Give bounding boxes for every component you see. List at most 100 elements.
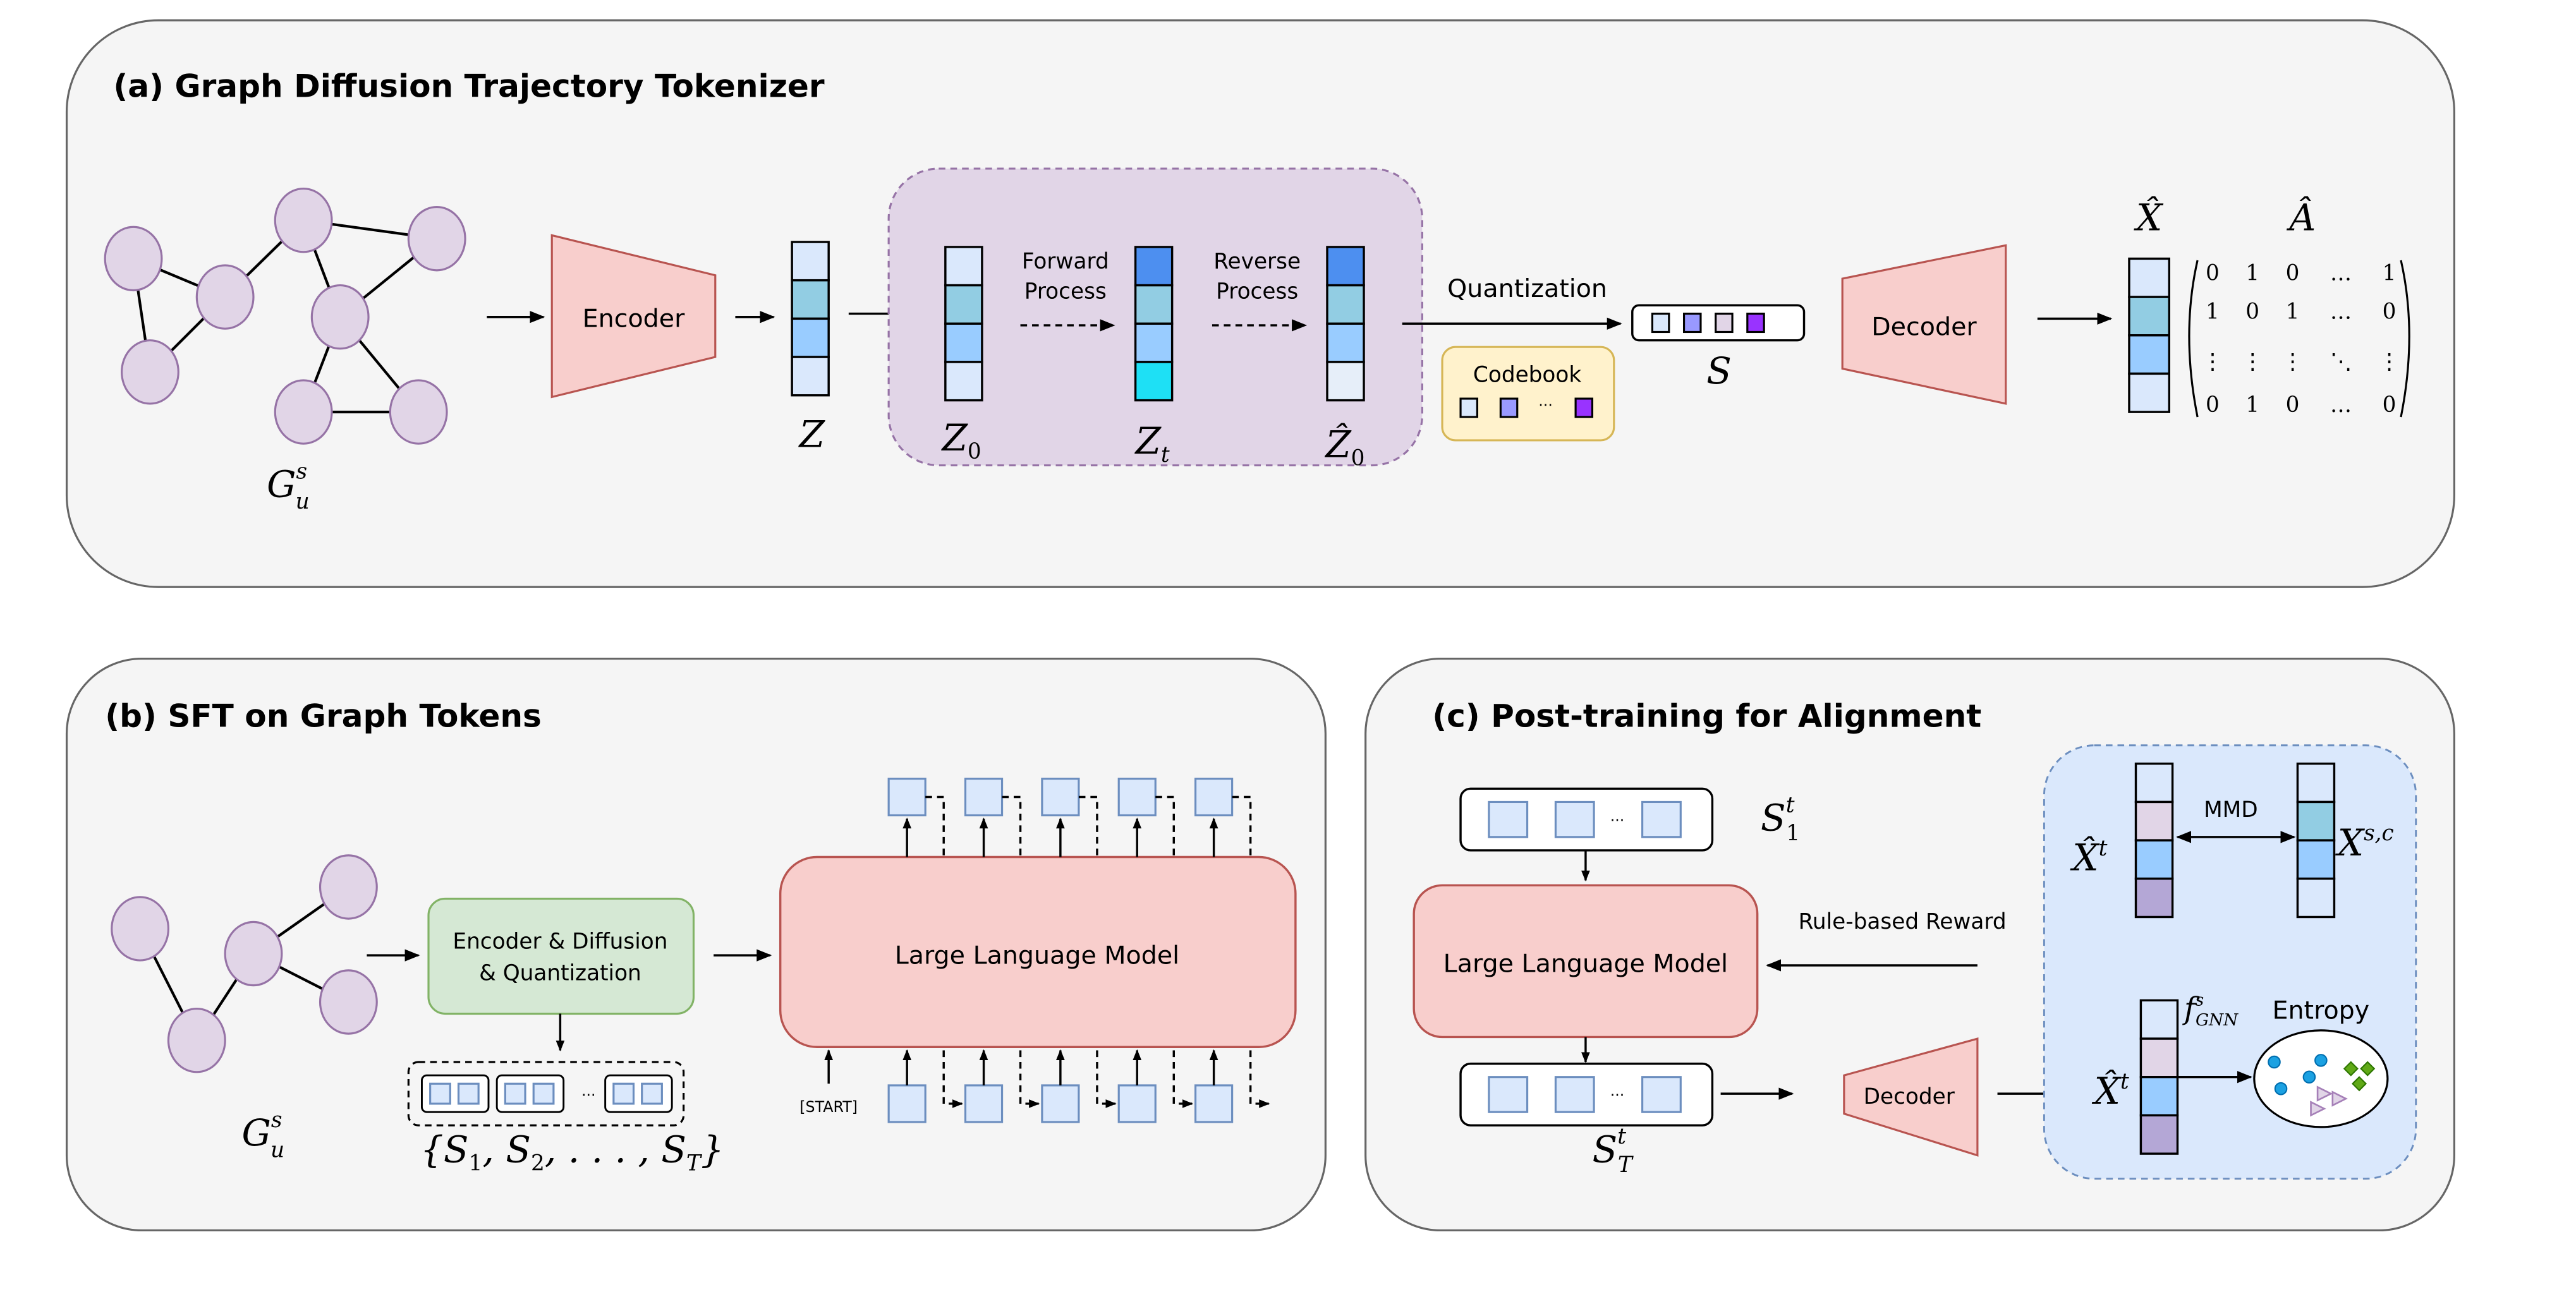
vector-cell	[944, 361, 983, 402]
vector-cell	[1134, 284, 1174, 325]
s-label: S	[1706, 349, 1732, 392]
vector-cell	[791, 317, 830, 358]
token	[457, 1082, 480, 1105]
xsc-vector	[2296, 763, 2336, 919]
mmd-label: MMD	[2204, 797, 2258, 823]
matrix-entry: …	[2330, 299, 2352, 324]
vector-cell	[1134, 361, 1174, 402]
input-token	[1041, 1084, 1080, 1123]
matrix-entry: …	[2330, 392, 2352, 418]
matrix-entry: 0	[2206, 392, 2220, 418]
token	[1554, 1076, 1595, 1113]
feedback-dashed-line	[1155, 795, 1175, 857]
vector-cell	[2139, 1076, 2179, 1117]
vector-cell	[2134, 763, 2174, 804]
vector-cell	[1326, 322, 1365, 363]
token	[504, 1082, 526, 1105]
xhat-t-vector-top	[2134, 763, 2174, 919]
feedback-dashed-line	[1249, 1050, 1270, 1108]
matrix-entry: 1	[2383, 261, 2397, 286]
graph-node	[319, 969, 378, 1035]
entropy-label: Entropy	[2272, 996, 2369, 1025]
start-token-label: [START]	[799, 1098, 858, 1116]
token-sequence-groups	[421, 1074, 673, 1113]
vector-cell	[1134, 246, 1174, 287]
latent-vector-zhat0	[1326, 246, 1365, 402]
vector-cell	[2128, 334, 2170, 375]
matrix-entry: 0	[2286, 261, 2300, 286]
reverse-process-label-1: Reverse	[1213, 249, 1301, 274]
xhat-t-vector-bottom	[2139, 999, 2179, 1155]
feedback-dashed-line	[1096, 1050, 1117, 1108]
st-ellipsis: ···	[1610, 1087, 1625, 1104]
graph-node	[389, 379, 448, 445]
matrix-entry: ⋱	[2330, 349, 2352, 375]
token	[641, 1082, 663, 1105]
panel-a: (a) Graph Diffusion Trajectory Tokenizer…	[65, 19, 2455, 588]
input-token	[1117, 1084, 1157, 1123]
matrix-entry: 0	[2383, 392, 2397, 418]
edq-label-2: & Quantization	[479, 961, 641, 986]
graph-node	[310, 284, 370, 350]
vector-cell	[2134, 839, 2174, 880]
cluster-point-triangle	[2310, 1101, 2326, 1117]
vector-cell	[2139, 1037, 2179, 1078]
panel-b-title: (b) SFT on Graph Tokens	[105, 697, 542, 735]
s-tokens	[1651, 312, 1765, 334]
feedback-dashed-line	[925, 795, 945, 857]
feedback-dashed-line	[1002, 795, 1022, 857]
feedback-dashed-line	[942, 1050, 963, 1108]
cluster-point-circle	[2314, 1054, 2328, 1067]
codebook-token	[1499, 397, 1519, 418]
vector-cell	[791, 241, 830, 282]
s-token	[1682, 312, 1702, 334]
decoder-block-c	[1843, 1037, 1979, 1157]
vector-cell	[1326, 246, 1365, 287]
feedback-dashed-line	[1172, 1050, 1194, 1108]
matrix-entry: 0	[2286, 392, 2300, 418]
vector-cell	[1326, 361, 1365, 402]
seq-ellipsis: ···	[581, 1087, 596, 1104]
xhat-t-label-top: X̂t	[2070, 836, 2107, 879]
encoder-diffusion-quantization-block	[427, 897, 695, 1015]
codebook-block	[1441, 346, 1615, 442]
llm-label-b: Large Language Model	[895, 941, 1180, 970]
vector-cell	[2296, 800, 2336, 842]
cluster-point-diamond	[2351, 1076, 2367, 1092]
matrix-entry: 1	[2245, 261, 2259, 286]
cluster-point-circle	[2274, 1082, 2288, 1096]
xhat-label: X̂	[2134, 196, 2164, 239]
cluster-point-circle	[2302, 1070, 2316, 1084]
matrix-entry: ⋮	[2202, 349, 2223, 375]
codebook-label: Codebook	[1473, 363, 1581, 388]
vector-cell	[2128, 296, 2170, 337]
output-token	[887, 777, 927, 817]
matrix-entry: 0	[2383, 299, 2397, 324]
matrix-entry: 1	[2206, 299, 2220, 324]
vector-cell	[2296, 839, 2336, 880]
vector-cell	[2134, 878, 2174, 919]
edq-label-1: Encoder & Diffusion	[453, 929, 667, 955]
output-token	[1194, 777, 1234, 817]
graph-node	[111, 896, 170, 962]
vector-cell	[2296, 878, 2336, 919]
feedback-dashed-line	[1019, 1050, 1040, 1108]
matrix-entry: 1	[2245, 392, 2259, 418]
encoder-label: Encoder	[583, 305, 685, 334]
matrix-entry: ⋮	[2242, 349, 2263, 375]
vector-cell	[2134, 800, 2174, 842]
vector-cell	[791, 279, 830, 320]
token	[532, 1082, 555, 1105]
zt-label: Zt	[1134, 420, 1170, 468]
codebook-tokens	[1459, 397, 1594, 418]
vector-cell	[1326, 284, 1365, 325]
vector-cell	[944, 246, 983, 287]
graph-node	[104, 226, 163, 292]
z0-label: Z0	[941, 416, 981, 464]
autoregressive-tokens	[887, 777, 1270, 1123]
